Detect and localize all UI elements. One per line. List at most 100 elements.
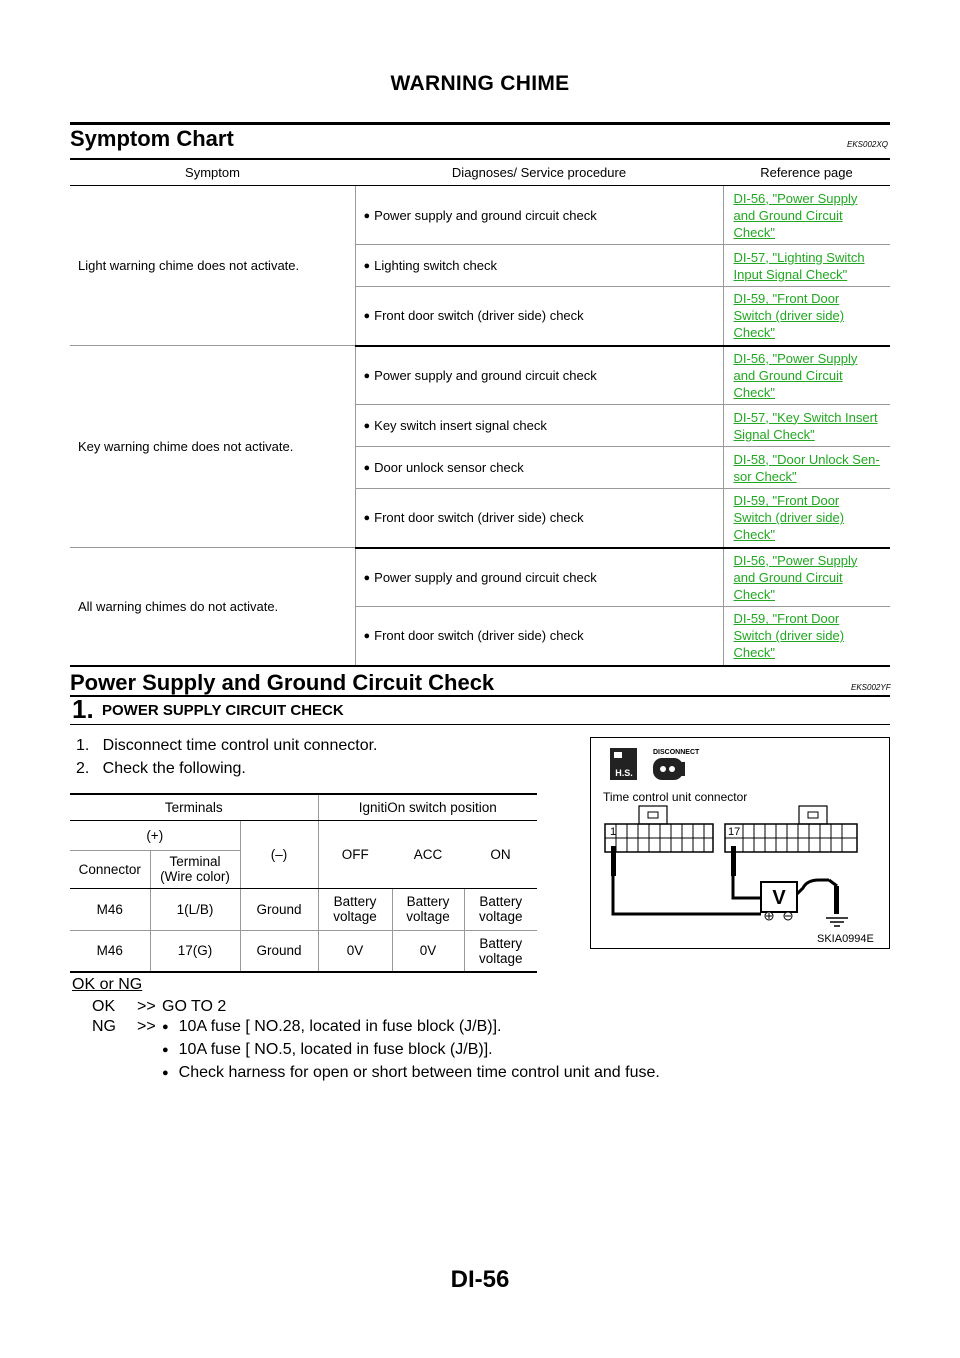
off-cell: 0V (318, 930, 393, 973)
disconnect-icon (653, 758, 685, 780)
header-rule (70, 122, 890, 125)
reference-cell: DI-57, "Key Switch Insert Signal Check" (723, 404, 890, 447)
procedure-cell: ●Front door switch (driver side) check (355, 488, 724, 549)
power-section-rule (70, 695, 890, 697)
reference-cell: DI-56, "Power Supply and Ground Circuit … (723, 345, 890, 405)
header-on: ON (464, 820, 537, 889)
reference-link[interactable]: DI-56, "Power Supply and Ground Circuit … (733, 190, 858, 240)
terminals-table: Terminals IgnitiOn switch position (+) (… (70, 793, 537, 973)
bullet-icon: ● (363, 462, 371, 474)
table-row: ●Door unlock sensor check DI-58, "Door U… (70, 446, 890, 489)
minus-cell: Ground (240, 888, 319, 931)
bullet-icon: ● (363, 260, 371, 272)
bullet-icon: ● (162, 1044, 169, 1056)
table-row: ●Lighting switch check DI-57, "Lighting … (70, 244, 890, 287)
procedure-cell: ●Door unlock sensor check (355, 446, 724, 489)
table-row: ●Front door switch (driver side) check D… (70, 606, 890, 667)
bullet-icon: ● (363, 512, 371, 525)
procedure-cell: ●Front door switch (driver side) check (355, 286, 724, 347)
symptom-cell: All warning chimes do not activate. (70, 547, 356, 667)
disconnect-label: DISCONNECT (653, 749, 700, 756)
bullet-icon: ● (162, 1067, 169, 1079)
reference-link[interactable]: DI-58, "Door Unlock Sen-sor Check" (733, 451, 880, 484)
procedure-cell: ●Key switch insert signal check (355, 404, 724, 447)
reference-link[interactable]: DI-56, "Power Supply and Ground Circuit … (733, 350, 858, 400)
power-section-code: EKS002YF (851, 683, 891, 692)
procedure-cell: ●Lighting switch check (355, 244, 724, 287)
ng-item: ●10A fuse [ NO.28, located in fuse block… (162, 1018, 502, 1035)
ok-ng-label: OK or NG (72, 976, 143, 993)
reference-cell: DI-58, "Door Unlock Sen-sor Check" (723, 446, 890, 489)
page-header: WARNING CHIME (390, 72, 570, 95)
connector-cell: M46 (70, 930, 151, 973)
ng-item: ●10A fuse [ NO.5, located in fuse block … (162, 1041, 493, 1058)
symptom-cell: Key warning chime does not activate. (70, 345, 356, 548)
instruction-1: 1. Disconnect time control unit connecto… (76, 737, 378, 754)
reference-cell: DI-57, "Lighting Switch Input Signal Che… (723, 244, 890, 287)
symptom-table: Symptom Diagnoses/ Service procedure Ref… (70, 160, 890, 667)
connector-cell: M46 (70, 888, 151, 931)
ok-prefix: OK (92, 998, 116, 1015)
ng-prefix: NG (92, 1018, 116, 1035)
ok-text: GO TO 2 (162, 998, 227, 1015)
reference-cell: DI-59, "Front Door Switch (driver side) … (723, 606, 890, 667)
header-connector: Connector (70, 850, 151, 889)
table-row: Connector Terminal(Wire color) (70, 850, 537, 889)
ng-item: ●Check harness for open or short between… (162, 1064, 660, 1081)
hs-label: H.S. (615, 768, 633, 778)
header-minus: (–) (240, 820, 319, 889)
procedure-cell: ●Power supply and ground circuit check (355, 547, 724, 607)
bullet-icon: ● (363, 369, 371, 382)
table-row: ●Front door switch (driver side) check D… (70, 488, 890, 549)
bullet-icon: ● (363, 420, 371, 432)
reference-cell: DI-56, "Power Supply and Ground Circuit … (723, 185, 890, 245)
probe-wires (611, 846, 848, 927)
reference-link[interactable]: DI-56, "Power Supply and Ground Circuit … (733, 552, 858, 602)
reference-link[interactable]: DI-59, "Front Door Switch (driver side) … (733, 493, 845, 543)
table-row: ●Key switch insert signal check DI-57, "… (70, 404, 890, 447)
bullet-icon: ● (363, 310, 371, 323)
reference-link[interactable]: DI-57, "Key Switch Insert Signal Check" (733, 409, 878, 442)
terminal-cell: 17(G) (150, 930, 241, 973)
reference-link[interactable]: DI-59, "Front Door Switch (driver side) … (733, 291, 845, 341)
table-row: Light warning chime does not activate. ●… (70, 185, 890, 346)
bullet-icon: ● (363, 209, 371, 222)
bullet-icon: ● (363, 571, 371, 584)
reference-link[interactable]: DI-59, "Front Door Switch (driver side) … (733, 611, 845, 661)
ok-arrow: >> (137, 998, 156, 1015)
step-rule (70, 724, 890, 725)
connector-diagram: H.S. DISCONNECT Time control unit connec… (590, 737, 890, 949)
ng-arrow: >> (137, 1018, 156, 1035)
pin-1-label: 1 (610, 826, 616, 838)
pin-17-label: 17 (728, 826, 740, 838)
diagram-code: SKIA0994E (817, 933, 874, 945)
bullet-icon: ● (162, 1021, 169, 1033)
instruction-2: 2. Check the following. (76, 760, 246, 777)
reference-cell: DI-59, "Front Door Switch (driver side) … (723, 286, 890, 347)
header-ignition: IgnitiOn switch position (318, 793, 537, 821)
header-terminals: Terminals (70, 793, 319, 821)
procedure-cell: ●Power supply and ground circuit check (355, 185, 724, 245)
header-plus: (+) (70, 820, 241, 851)
reference-link[interactable]: DI-57, "Lighting Switch Input Signal Che… (733, 249, 865, 282)
acc-cell: 0V (392, 930, 465, 973)
table-row: Key warning chime does not activate. ●Po… (70, 345, 890, 548)
diagram-title: Time control unit connector (603, 790, 747, 804)
table-row: Terminals IgnitiOn switch position (70, 793, 537, 821)
table-row: All warning chimes do not activate. ●Pow… (70, 547, 890, 667)
symptom-chart-rule (70, 158, 890, 160)
connector-body-right (724, 805, 858, 853)
power-section-title: Power Supply and Ground Circuit Check (70, 670, 495, 695)
col-header-reference: Reference page (723, 160, 890, 186)
header-off: OFF (318, 820, 392, 889)
header-acc: ACC (392, 820, 464, 889)
col-header-symptom: Symptom (70, 160, 355, 186)
page-footer: DI-56 (450, 1266, 510, 1293)
reference-cell: DI-56, "Power Supply and Ground Circuit … (723, 547, 890, 607)
procedure-cell: ●Front door switch (driver side) check (355, 606, 724, 667)
